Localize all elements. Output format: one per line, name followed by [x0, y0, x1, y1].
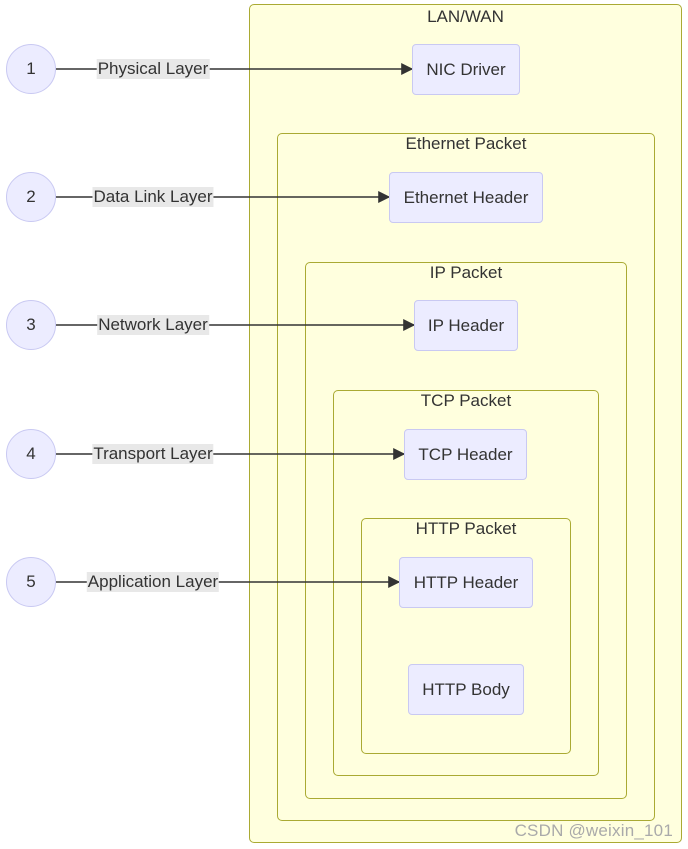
layer-circle-1: 1	[6, 44, 56, 94]
layer-circle-5: 5	[6, 557, 56, 607]
layer-circle-3: 3	[6, 300, 56, 350]
group-title-lan-wan: LAN/WAN	[427, 7, 504, 26]
node-ip-header: IP Header	[414, 300, 518, 351]
group-title-ethernet-packet: Ethernet Packet	[405, 134, 527, 153]
node-ethernet-header: Ethernet Header	[389, 172, 543, 223]
group-title-ip-packet: IP Packet	[429, 263, 503, 282]
edge-label-application-layer: Application Layer	[86, 572, 220, 592]
node-http-header: HTTP Header	[399, 557, 533, 608]
layer-circle-2: 2	[6, 172, 56, 222]
group-title-http-packet: HTTP Packet	[415, 519, 517, 538]
edge-label-data-link-layer: Data Link Layer	[92, 187, 214, 207]
watermark: CSDN @weixin_101	[514, 821, 673, 840]
edge-label-network-layer: Network Layer	[97, 315, 209, 335]
group-title-tcp-packet: TCP Packet	[420, 391, 512, 410]
edge-label-transport-layer: Transport Layer	[92, 444, 214, 464]
node-http-body: HTTP Body	[408, 664, 524, 715]
node-tcp-header: TCP Header	[404, 429, 527, 480]
layer-circle-4: 4	[6, 429, 56, 479]
node-nic-driver: NIC Driver	[412, 44, 520, 95]
edge-label-physical-layer: Physical Layer	[96, 59, 210, 79]
